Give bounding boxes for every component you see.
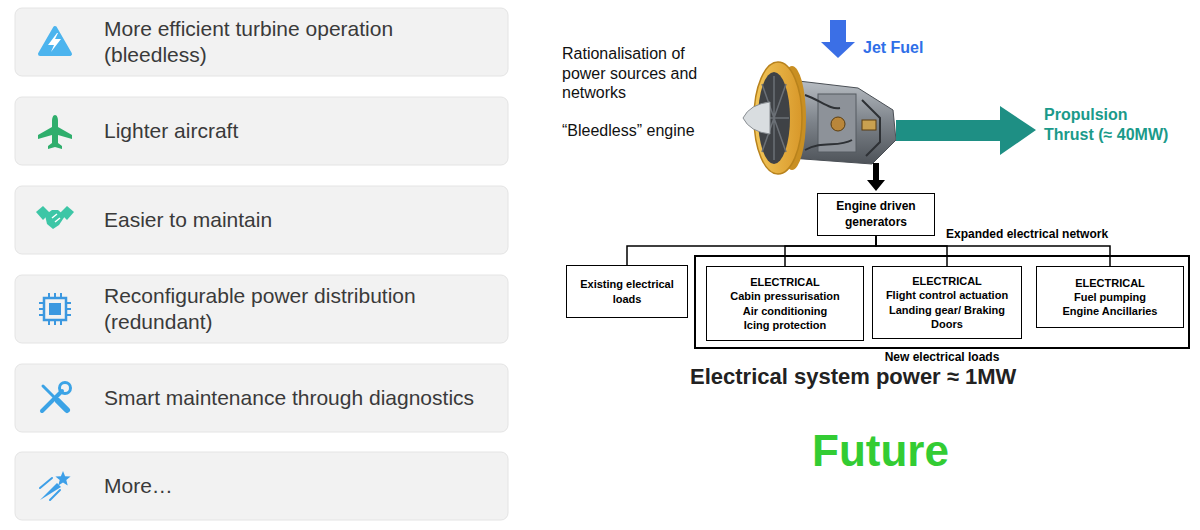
- panel-background: [15, 275, 508, 343]
- shooting-star-icon: [40, 471, 71, 500]
- jet-fuel-arrow: [821, 20, 855, 58]
- annotation-text: Rationalisation of power sources and net…: [562, 44, 702, 103]
- handshake-icon: [36, 206, 74, 229]
- tools-icon: [43, 386, 66, 409]
- engine-illustration: [743, 62, 896, 174]
- jet-fuel-arrow: [821, 20, 855, 58]
- annotation-text: “Bleedless” engine: [562, 121, 695, 141]
- engine-illustration: [805, 95, 880, 156]
- thrust-arrow: [896, 106, 1036, 155]
- group-heading: New electrical loads: [696, 350, 1188, 365]
- panel-background: [15, 452, 508, 520]
- load-box: ELECTRICALFuel pumping Engine Ancillarie…: [1036, 266, 1184, 328]
- benefit-panel: More efficient turbine operation (bleedl…: [15, 8, 508, 76]
- benefit-text: Lighter aircraft: [104, 118, 508, 144]
- load-box: ELECTRICALCabin pressurisation Air condi…: [706, 266, 864, 341]
- chip-icon: [44, 298, 66, 320]
- power-summary: Electrical system power ≈ 1MW: [690, 364, 1016, 391]
- panel-background: [15, 8, 508, 520]
- load-text: Cabin pressurisation Air conditioning Ic…: [730, 289, 841, 332]
- bus-connector: [627, 236, 876, 265]
- shooting-star-icon: [40, 478, 60, 500]
- shooting-star-icon: [55, 471, 70, 486]
- handshake-icon: [52, 214, 60, 222]
- panel-background: [15, 186, 508, 254]
- tools-icon: [58, 401, 67, 410]
- panel-background: [15, 364, 508, 432]
- output-label: Propulsion Thrust (≈ 40MW): [1044, 105, 1175, 144]
- tools-icon: [60, 383, 71, 394]
- handshake-icon: [45, 210, 65, 229]
- load-text: Flight control actuation Landing gear/ B…: [885, 288, 1009, 331]
- lightning-icon: [48, 33, 61, 52]
- power-down-arrow: [867, 163, 885, 191]
- benefit-panel: Lighter aircraft: [15, 97, 508, 165]
- box-text: Existing electrical loads: [575, 277, 680, 306]
- box-text: Engine driven generators: [824, 199, 928, 230]
- load-heading: ELECTRICAL: [1060, 276, 1160, 290]
- tools-icon: [42, 383, 71, 412]
- engine-illustration: [862, 120, 876, 130]
- benefit-panel: Easier to maintain: [15, 186, 508, 254]
- thrust-arrow: [896, 106, 1036, 155]
- benefit-text: More efficient turbine operation (bleedl…: [104, 16, 454, 67]
- lightning-icon: [40, 28, 70, 54]
- chip-icon: [39, 293, 71, 325]
- panel-background: [15, 8, 508, 76]
- load-box: ELECTRICALFlight control actuation Landi…: [872, 266, 1022, 339]
- load-group: New electrical loadsELECTRICALCabin pres…: [694, 255, 1190, 349]
- benefit-panel: Reconfigurable power distribution (redun…: [15, 275, 508, 343]
- chip-icon: [49, 303, 61, 315]
- generator-box: Engine driven generators: [817, 193, 935, 236]
- benefit-panel: Smart maintenance through diagnostics: [15, 364, 508, 432]
- bus-connector: [876, 236, 947, 266]
- benefit-text: Reconfigurable power distribution (redun…: [104, 283, 454, 334]
- engine-illustration: [831, 117, 845, 131]
- chip-icon: [39, 293, 71, 325]
- bus-connector: [785, 236, 876, 266]
- network-label: Expanded electrical network: [946, 227, 1108, 242]
- panel-background: [15, 97, 508, 165]
- input-label: Jet Fuel: [863, 38, 923, 58]
- plane-icon: [38, 115, 72, 149]
- benefit-text: Easier to maintain: [104, 207, 508, 233]
- load-text: Fuel pumping Engine Ancillaries: [1060, 290, 1160, 319]
- power-down-arrow: [867, 163, 885, 191]
- plane-icon: [38, 115, 72, 149]
- lightning-icon: [40, 28, 70, 54]
- benefit-text: Smart maintenance through diagnostics: [104, 385, 508, 411]
- load-heading: ELECTRICAL: [730, 275, 841, 289]
- era-heading: Future: [812, 424, 949, 478]
- load-box: Existing electrical loads: [566, 265, 688, 318]
- benefit-text: More…: [104, 473, 508, 499]
- engine-illustration: [743, 102, 770, 134]
- load-heading: ELECTRICAL: [885, 274, 1009, 288]
- benefit-panel: More…: [15, 452, 508, 520]
